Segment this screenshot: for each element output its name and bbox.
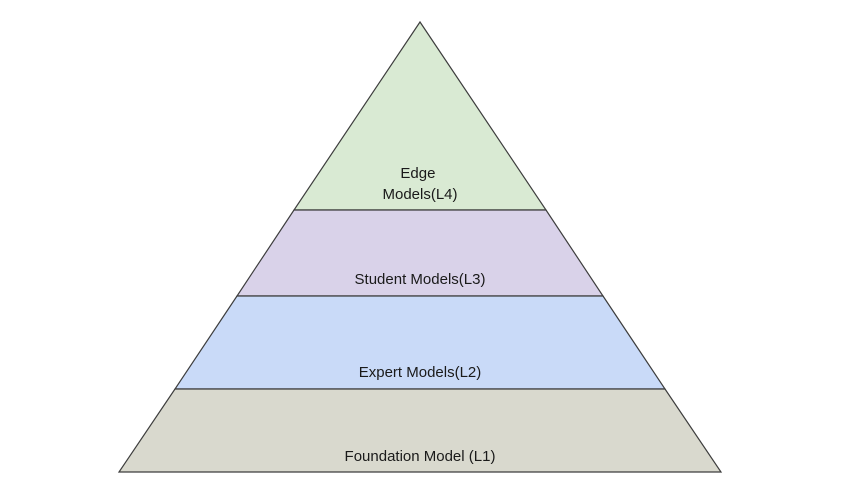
tier-l1: Foundation Model (L1) (117, 388, 723, 473)
tier-l4: Edge Models(L4) (292, 20, 548, 211)
tier-l4-label-line-2: Models(L4) (382, 186, 457, 203)
tier-l3-label-line-1: Student Models(L3) (355, 271, 486, 288)
tier-l1-label-line-1: Foundation Model (L1) (345, 448, 496, 465)
tier-l1-shape (117, 388, 723, 473)
tier-l4-label: Edge Models(L4) (382, 165, 457, 203)
tier-l2-label-line-1: Expert Models(L2) (359, 364, 482, 381)
tier-l1-label: Foundation Model (L1) (345, 448, 496, 465)
tier-l3-label: Student Models(L3) (355, 271, 486, 288)
tier-l4-label-line-1: Edge (400, 165, 435, 182)
tier-l2-label: Expert Models(L2) (359, 364, 482, 381)
tier-l3: Student Models(L3) (235, 209, 605, 297)
tier-l2: Expert Models(L2) (173, 295, 667, 390)
